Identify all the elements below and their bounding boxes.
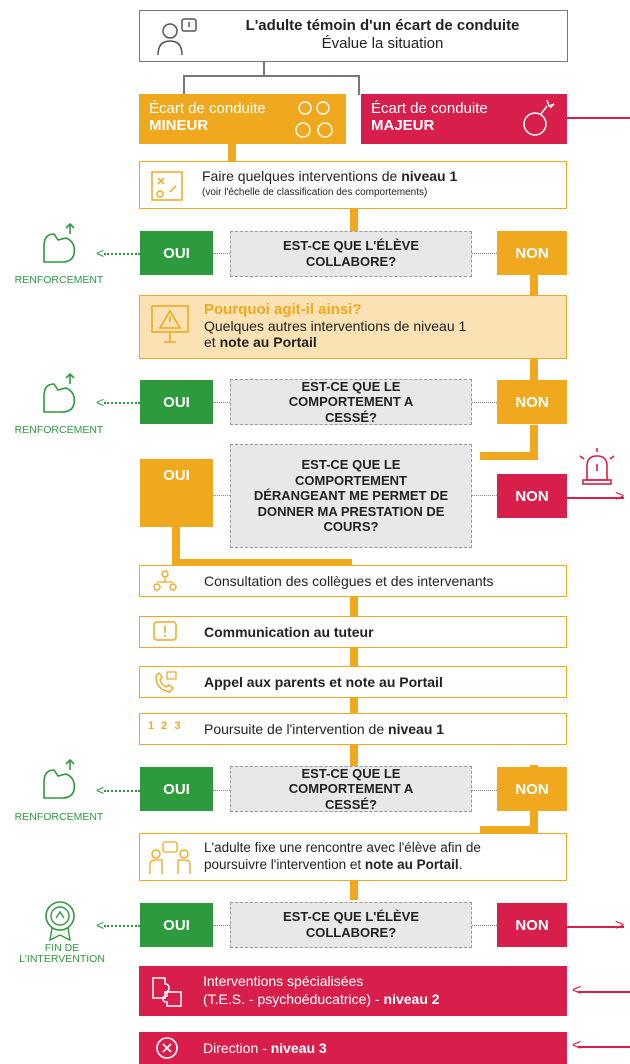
why-title: Pourquoi agit-il ainsi? — [204, 301, 362, 318]
bomb-icon — [523, 99, 555, 136]
steps-123-icon: 1 2 3 — [148, 720, 183, 732]
question-collaborates-2: EST-CE QUE L'ÉLÈVE COLLABORE? — [230, 902, 472, 948]
meeting-line2-end: . — [458, 856, 463, 872]
arrow-left-icon: < — [96, 394, 105, 410]
direction-text: Direction - — [203, 1040, 271, 1056]
yes-button: OUI — [140, 380, 213, 424]
step-tutor: Communication au tuteur — [139, 616, 567, 648]
arrow-left-icon: < — [572, 1037, 582, 1054]
minor-line1: Écart de conduite — [149, 100, 266, 117]
arrow-right-icon: > — [615, 488, 625, 505]
faces-icon — [295, 101, 333, 138]
no-button: NON — [497, 380, 567, 424]
question-stopped-2: EST-CE QUE LE COMPORTEMENT A CESSÉ? — [230, 766, 472, 812]
specialized-line2-bold: niveau 2 — [383, 990, 440, 1007]
question-stopped: EST-CE QUE LE COMPORTEMENT A CESSÉ? — [230, 379, 472, 425]
arrow-left-icon: < — [96, 782, 105, 798]
yes-button: OUI — [140, 903, 213, 947]
why-line1: Quelques autres interventions de niveau … — [204, 318, 467, 334]
step-direction: Direction - niveau 3 — [139, 1032, 567, 1064]
step-meeting: L'adulte fixe une rencontre avec l'élève… — [139, 833, 567, 881]
yes-button: OUI — [140, 459, 213, 527]
arrow-left-icon: < — [96, 245, 105, 261]
step-consultation: Consultation des collègues et des interv… — [139, 565, 567, 597]
step1-note: (voir l'échelle de classification des co… — [202, 187, 428, 198]
arrow-left-icon: < — [96, 917, 105, 933]
why-box: Pourquoi agit-il ainsi? Quelques autres … — [139, 295, 567, 359]
minor-box: Écart de conduite MINEUR — [139, 94, 346, 144]
no-button: NON — [497, 231, 567, 275]
witness-icon — [157, 18, 197, 56]
step-parents: Appel aux parents et note au Portail — [139, 666, 567, 698]
step-continue: 1 2 3 Poursuite de l'intervention de niv… — [139, 713, 567, 745]
step-level1: Faire quelques interventions de niveau 1… — [139, 161, 567, 209]
reinforcement-label: RENFORCEMENT — [14, 811, 104, 823]
question-collaborates: EST-CE QUE L'ÉLÈVE COLLABORE? — [230, 231, 472, 277]
page-title: L'adulte témoin d'un écart de conduite — [245, 17, 520, 34]
no-button: NON — [497, 474, 567, 518]
specialized-line2: (T.E.S. - psychoéducatrice) - — [203, 990, 384, 1007]
yes-button: OUI — [140, 231, 213, 275]
strategy-icon — [151, 171, 183, 201]
major-box: Écart de conduite MAJEUR — [361, 94, 567, 144]
why-line2: et — [204, 334, 220, 350]
stop-circle-icon — [156, 1037, 178, 1059]
major-line1: Écart de conduite — [371, 100, 488, 117]
page-subtitle: Évalue la situation — [321, 35, 444, 52]
puzzle-icon — [152, 977, 182, 1007]
continue-bold: niveau 1 — [388, 721, 445, 737]
minor-line2: MINEUR — [149, 117, 209, 134]
arrow-right-icon: > — [615, 917, 625, 934]
muscle-icon — [43, 372, 76, 413]
no-button: NON — [497, 767, 567, 811]
meeting-line2: poursuivre l'intervention et — [204, 856, 365, 872]
yes-button: OUI — [140, 767, 213, 811]
specialized-line1: Interventions spécialisées — [203, 973, 364, 989]
end-of-intervention-label: FIN DE L'INTERVENTION — [19, 942, 105, 966]
warning-monitor-icon — [151, 305, 189, 343]
header-box: L'adulte témoin d'un écart de conduite É… — [139, 10, 568, 62]
team-icon — [153, 570, 177, 591]
award-badge-icon — [45, 901, 75, 942]
arrow-left-icon: < — [572, 982, 582, 999]
continue-text: Poursuite de l'intervention de — [204, 721, 389, 737]
alarm-siren-icon — [579, 448, 615, 485]
no-button: NON — [497, 903, 567, 947]
meeting-line1: L'adulte fixe une rencontre avec l'élève… — [204, 840, 481, 855]
meeting-line2-bold: note au Portail — [364, 856, 459, 872]
major-line2: MAJEUR — [371, 117, 435, 134]
reinforcement-label: RENFORCEMENT — [14, 274, 104, 286]
step1-text: Faire quelques interventions de — [202, 168, 402, 184]
direction-bold: niveau 3 — [270, 1040, 327, 1056]
phone-icon — [155, 671, 177, 693]
muscle-icon — [43, 758, 76, 799]
meeting-icon — [149, 841, 191, 874]
parents-text: Appel aux parents et note au Portail — [204, 674, 443, 690]
tutor-text: Communication au tuteur — [204, 624, 374, 640]
reinforcement-label: RENFORCEMENT — [14, 424, 104, 436]
why-line2-bold: note au Portail — [219, 334, 317, 350]
muscle-icon — [43, 222, 76, 263]
consult-text: Consultation des collègues et des interv… — [204, 573, 494, 589]
alert-bubble-icon — [153, 621, 177, 641]
step1-bold: niveau 1 — [401, 168, 458, 184]
question-disruptive: EST-CE QUE LE COMPORTEMENT DÉRANGEANT ME… — [230, 444, 472, 548]
step-specialized: Interventions spécialisées (T.E.S. - psy… — [139, 966, 567, 1016]
